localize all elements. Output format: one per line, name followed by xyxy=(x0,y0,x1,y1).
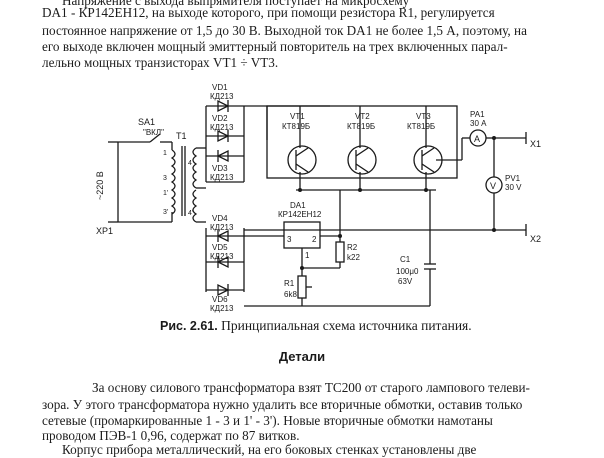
body-line-3: сетевые (промаркированные 1 - 3 и 1' - 3… xyxy=(42,413,493,428)
vd2-label: VD2 xyxy=(212,114,228,123)
vd5-label: VD5 xyxy=(212,243,228,252)
pin-1p-label: 1' xyxy=(163,190,168,197)
pa1-label: PA1 xyxy=(470,110,485,119)
transistor-vt1-icon xyxy=(287,145,317,175)
vkl-label: "ВКЛ" xyxy=(143,128,164,137)
paragraph-line-cut: Напряжение с выхода выпрямителя поступае… xyxy=(62,0,410,8)
da1-pin2-label: 2 xyxy=(312,235,317,244)
voltmeter-symbol: V xyxy=(490,181,496,191)
vd1-label: VD1 xyxy=(212,83,228,92)
vd6-type-label: КД213 xyxy=(210,304,234,313)
diode-vd2-icon xyxy=(217,129,230,143)
vd2-type-label: КД213 xyxy=(210,123,234,132)
transistor-array xyxy=(266,105,463,192)
c1-value-label: 100μ0 xyxy=(396,267,419,276)
sa1-label: SA1 xyxy=(138,117,155,127)
resistor-r2-icon xyxy=(335,241,345,263)
vd4-label: VD4 xyxy=(212,214,228,223)
document-page: Напряжение с выхода выпрямителя поступае… xyxy=(42,0,541,457)
xp1-label: XP1 xyxy=(96,226,113,236)
da1-pin3-label: 3 xyxy=(287,235,292,244)
r1-label: R1 xyxy=(284,279,295,288)
vt1-type-label: КТ819Б xyxy=(282,122,310,131)
body-line-4: проводом ПЭВ-1 0,96, содержат по 87 витк… xyxy=(42,428,300,443)
r2-value-label: k22 xyxy=(347,253,360,262)
diode-vd3-icon xyxy=(216,149,229,163)
pv1-range-label: 30 V xyxy=(505,183,522,192)
pv1-label: PV1 xyxy=(505,174,521,183)
da1-type-label: КР142ЕН12 xyxy=(278,210,322,219)
regulator-da1 xyxy=(244,190,430,307)
r1-value-label: 6k8 xyxy=(284,290,297,299)
pa1-range-label: 30 А xyxy=(470,119,487,128)
diode-vd4-icon xyxy=(216,229,229,243)
mains-voltage-label: ~220 В xyxy=(95,171,105,200)
pin-3-label: 3 xyxy=(163,175,167,182)
mains-input xyxy=(108,133,173,223)
x1-label: X1 xyxy=(530,139,541,149)
schematic-diagram: SA1 "ВКЛ" ~220 В XP1 T1 1 3 4 4' 1' 3' xyxy=(95,83,541,313)
diode-bridge-bottom xyxy=(205,228,245,297)
figure-caption-text: Принципиальная схема источника питания. xyxy=(217,318,472,333)
vd4-type-label: КД213 xyxy=(210,223,234,232)
paragraph-line-4: лельно мощных транзисторах VT1 ÷ VT3. xyxy=(42,55,279,70)
diode-vd5-icon xyxy=(216,255,229,269)
vt3-label: VT3 xyxy=(416,112,431,121)
vt1-label: VT1 xyxy=(290,112,305,121)
c1-voltage-label: 63V xyxy=(398,277,413,286)
section-heading: Детали xyxy=(278,349,326,364)
body-line-5: Корпус прибора металлический, на его бок… xyxy=(62,442,477,457)
paragraph-line-1: DA1 - КР142ЕН12, на выходе которого, при… xyxy=(42,5,495,20)
figure-caption-label: Рис. 2.61. xyxy=(160,319,218,333)
r2-label: R2 xyxy=(347,243,358,252)
meters xyxy=(462,129,526,230)
transformer-t1 xyxy=(170,146,206,223)
vd1-type-label: КД213 xyxy=(210,92,234,101)
capacitor-c1 xyxy=(424,190,436,306)
resistor-r1-icon xyxy=(297,275,307,299)
pin-4p-label: 4' xyxy=(188,210,193,217)
vd3-label: VD3 xyxy=(212,164,228,173)
output-terminals xyxy=(244,132,527,236)
paragraph-line-2: постоянное напряжение от 1,5 до 30 В. Вы… xyxy=(42,23,527,38)
body-line-1: За основу силового трансформатора взят Т… xyxy=(92,380,530,395)
t1-label: T1 xyxy=(176,131,187,141)
pin-4-label: 4 xyxy=(188,160,192,167)
pin-1-label: 1 xyxy=(163,150,167,157)
paragraph-line-3: его выходе включен мощный эмиттерный пов… xyxy=(42,39,508,54)
pin-3p-label: 3' xyxy=(163,209,168,216)
transistor-vt2-icon xyxy=(347,145,377,175)
vd5-type-label: КД213 xyxy=(210,252,234,261)
vt2-type-label: КТ819Б xyxy=(347,122,375,131)
vd6-label: VD6 xyxy=(212,295,228,304)
vt3-type-label: КТ819Б xyxy=(407,122,435,131)
diode-vd1-icon xyxy=(217,99,230,113)
vd3-type-label: КД213 xyxy=(210,173,234,182)
figure-caption: Рис. 2.61. Принципиальная схема источник… xyxy=(160,318,472,334)
c1-label: C1 xyxy=(400,255,411,264)
vt2-label: VT2 xyxy=(355,112,370,121)
da1-pin1-label: 1 xyxy=(305,251,310,260)
diode-vd6-icon xyxy=(217,283,230,297)
da1-label: DA1 xyxy=(290,201,306,210)
body-line-2: зора. У этого трансформатора нужно удали… xyxy=(42,397,523,412)
ammeter-symbol: A xyxy=(474,134,480,144)
x2-label: X2 xyxy=(530,234,541,244)
